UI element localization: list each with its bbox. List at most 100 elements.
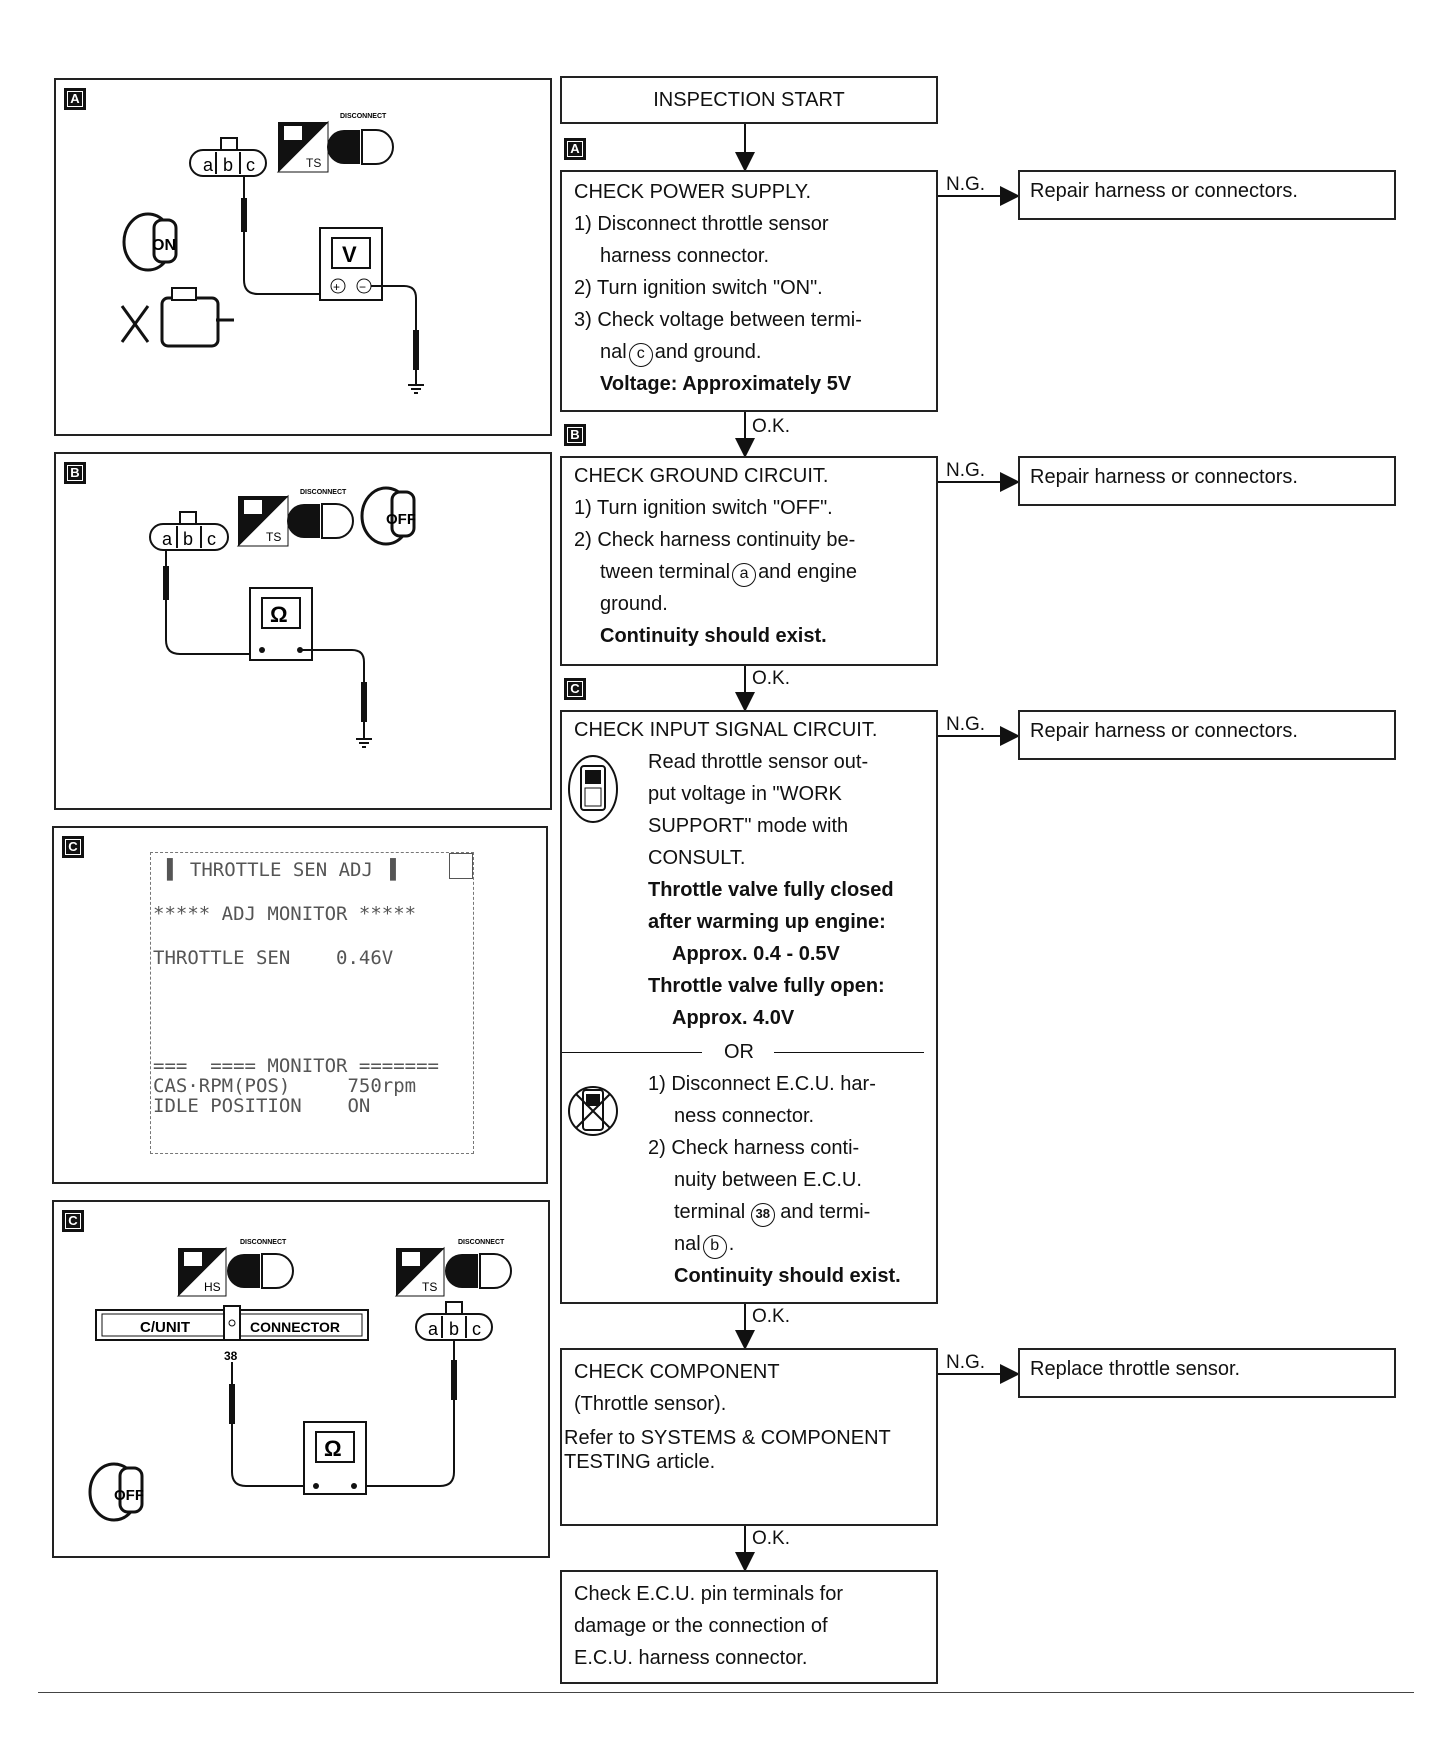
- step-tag: B: [564, 424, 586, 446]
- svg-text:OFF: OFF: [386, 511, 416, 528]
- connector-icon: a b c: [149, 511, 229, 551]
- connector-letter-a: a: [203, 155, 214, 175]
- connector-letter-a: a: [162, 529, 173, 549]
- ignition-key-on-icon: ON: [122, 212, 178, 272]
- connector-letter-b: b: [223, 155, 233, 175]
- panel-c-harness: C HS DISCONNECT TS DISCONNECT: [52, 1200, 550, 1558]
- disconnect-icon: DISCONNECT: [227, 1239, 294, 1289]
- step-ref: Refer to SYSTEMS & COMPONENT: [564, 1427, 891, 1449]
- screen-line: IDLE POSITION ON: [153, 1095, 371, 1117]
- step-line: Check E.C.U. pin terminals for: [574, 1583, 843, 1605]
- or-divider: [562, 1052, 702, 1053]
- bottom-rule: [38, 1692, 1414, 1693]
- screen-line: ▌ THROTTLE SEN ADJ ▐: [167, 859, 396, 881]
- voltmeter-icon: V + −: [319, 227, 383, 301]
- step-ref: TESTING article.: [564, 1451, 716, 1473]
- panel-a: A a b c TS DISCONNECT ON: [54, 78, 552, 436]
- panel-c-consult: C ▌ THROTTLE SEN ADJ ▐ ***** ADJ MONITOR…: [52, 826, 548, 1184]
- ground-circuit-diagram: a b c TS DISCONNECT OFF Ω: [149, 486, 416, 748]
- consult-line: Read throttle sensor out-: [648, 751, 869, 773]
- ok-label: O.K.: [752, 1306, 791, 1327]
- svg-text:V: V: [342, 242, 357, 267]
- step-line: 2) Turn ignition switch "ON".: [574, 277, 823, 299]
- step-ground-circuit: CHECK GROUND CIRCUIT. 1) Turn ignition s…: [560, 456, 938, 666]
- step-spec: Voltage: Approximately 5V: [600, 373, 852, 395]
- or-divider: [774, 1052, 924, 1053]
- ok-label: O.K.: [752, 668, 791, 689]
- step-spec: after warming up engine:: [648, 911, 886, 933]
- ignition-key-off-icon: OFF: [88, 1462, 144, 1522]
- replace-sensor-box: Replace throttle sensor.: [1018, 1348, 1396, 1398]
- repair-box-c: Repair harness or connectors.: [1018, 710, 1396, 760]
- step-line: terminal 38 and termi-: [648, 1196, 901, 1228]
- consult-line: SUPPORT" mode with: [648, 815, 849, 837]
- step-title: CHECK INPUT SIGNAL CIRCUIT.: [574, 719, 878, 741]
- ohmmeter-icon: Ω: [249, 587, 313, 661]
- step-title: CHECK POWER SUPPLY.: [574, 181, 812, 203]
- or-label: OR: [724, 1041, 754, 1063]
- svg-text:DISCONNECT: DISCONNECT: [340, 113, 387, 120]
- harness-continuity-diagram: HS DISCONNECT TS DISCONNECT C/UNIT CONNE…: [88, 1239, 512, 1522]
- svg-text:CONNECTOR: CONNECTOR: [250, 1319, 340, 1335]
- ok-label: O.K.: [752, 1528, 791, 1549]
- ohmmeter-icon: Ω: [303, 1421, 367, 1495]
- inspection-start-box: INSPECTION START: [560, 76, 938, 124]
- screen-line: ***** ADJ MONITOR *****: [153, 903, 417, 925]
- step-spec: Approx. 0.4 - 0.5V: [672, 943, 840, 965]
- screen-line: THROTTLE SEN 0.46V: [153, 947, 394, 969]
- disconnect-icon: DISCONNECT: [287, 489, 354, 539]
- step-input-signal: CHECK INPUT SIGNAL CIRCUIT. Read throttl…: [560, 710, 938, 1304]
- step-spec: Approx. 4.0V: [672, 1007, 795, 1029]
- step-line: 2) Check harness conti-: [648, 1137, 860, 1159]
- ng-label: N.G.: [946, 714, 986, 735]
- hs-sensor-icon: HS: [176, 1246, 227, 1297]
- step-spec: Throttle valve fully open:: [648, 975, 885, 997]
- ignition-key-off-icon: OFF: [360, 486, 416, 546]
- step-spec: Throttle valve fully closed: [648, 879, 894, 901]
- ecu-connector-icon: C/UNIT CONNECTOR 38: [95, 1305, 369, 1363]
- step-title: CHECK GROUND CIRCUIT.: [574, 465, 829, 487]
- step-line: ground.: [600, 593, 668, 615]
- panel-tag: B: [64, 462, 86, 484]
- step-tag: A: [564, 138, 586, 160]
- step-line: nuity between E.C.U.: [674, 1169, 862, 1191]
- step-spec: Continuity should exist.: [674, 1265, 901, 1287]
- ng-label: N.G.: [946, 174, 986, 195]
- connector-letter-c: c: [246, 155, 255, 175]
- terminal-a-badge: a: [732, 563, 757, 587]
- connector-icon: a b c: [189, 137, 267, 177]
- step-line: ness connector.: [674, 1105, 815, 1127]
- svg-text:Ω: Ω: [324, 1436, 342, 1461]
- step-spec: Continuity should exist.: [600, 625, 827, 647]
- final-check-box: Check E.C.U. pin terminals for damage or…: [560, 1570, 938, 1684]
- repair-box-a: Repair harness or connectors.: [1018, 170, 1396, 220]
- step-line: damage or the connection of: [574, 1615, 828, 1637]
- ground-icon: [356, 738, 372, 748]
- screen-title-row: [449, 853, 473, 879]
- svg-text:OFF: OFF: [114, 1487, 144, 1504]
- inspection-start-label: INSPECTION START: [653, 89, 845, 111]
- svg-text:38: 38: [224, 1349, 238, 1363]
- svg-text:DISCONNECT: DISCONNECT: [300, 489, 347, 496]
- panel-tag: A: [64, 88, 86, 110]
- terminal-38-badge: 38: [750, 1203, 775, 1227]
- panel-b: B a b c TS DISCONNECT OFF: [54, 452, 552, 810]
- connector-letter-c: c: [472, 1319, 481, 1339]
- step-line: E.C.U. harness connector.: [574, 1647, 808, 1669]
- svg-text:−: −: [359, 280, 366, 294]
- panel-tag: C: [62, 836, 84, 858]
- screen-line: CAS·RPM(POS) 750rpm: [153, 1075, 417, 1097]
- power-supply-diagram: a b c TS DISCONNECT ON: [120, 113, 424, 394]
- svg-text:TS: TS: [266, 530, 281, 544]
- ts-sensor-icon: TS: [276, 120, 329, 173]
- step-title: CHECK COMPONENT: [574, 1361, 780, 1383]
- step-check-component: CHECK COMPONENT (Throttle sensor). Refer…: [560, 1348, 938, 1526]
- svg-text:TS: TS: [422, 1280, 437, 1294]
- engine-stopped-icon: [120, 287, 234, 348]
- consult-icon: [568, 755, 618, 823]
- step-line: 1) Turn ignition switch "OFF".: [574, 497, 833, 519]
- svg-text:C/UNIT: C/UNIT: [140, 1319, 190, 1336]
